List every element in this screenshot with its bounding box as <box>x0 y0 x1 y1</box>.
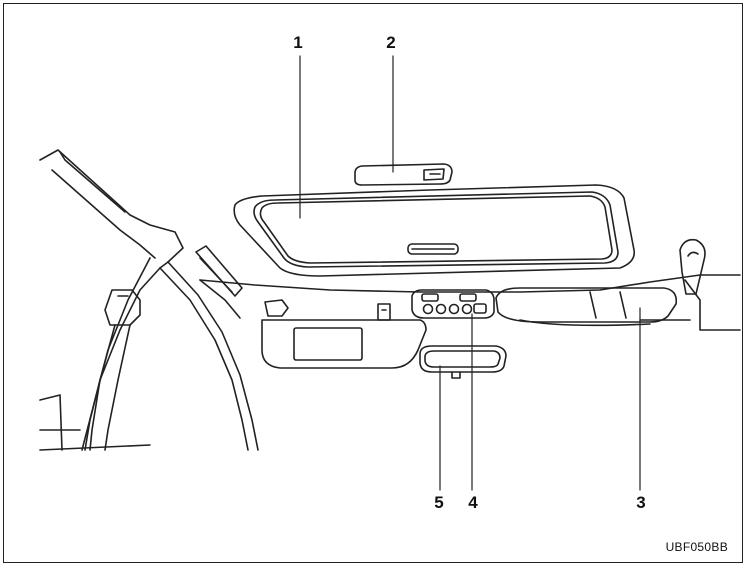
grab-handle-left <box>196 246 242 296</box>
map-lamp-top <box>355 164 452 185</box>
seat-belt <box>40 290 150 450</box>
callout-2: 2 <box>386 34 395 51</box>
figure-code: UBF050BB <box>666 540 728 554</box>
callout-4: 4 <box>468 494 477 511</box>
callout-1: 1 <box>293 34 302 51</box>
sunroof <box>234 185 634 276</box>
grab-handle-right <box>680 240 705 294</box>
callout-5: 5 <box>434 494 443 511</box>
rear-view-mirror <box>420 346 506 378</box>
overhead-console <box>412 290 494 318</box>
leader-lines <box>300 56 640 490</box>
sun-visor-left <box>262 300 426 368</box>
callout-3: 3 <box>636 494 645 511</box>
